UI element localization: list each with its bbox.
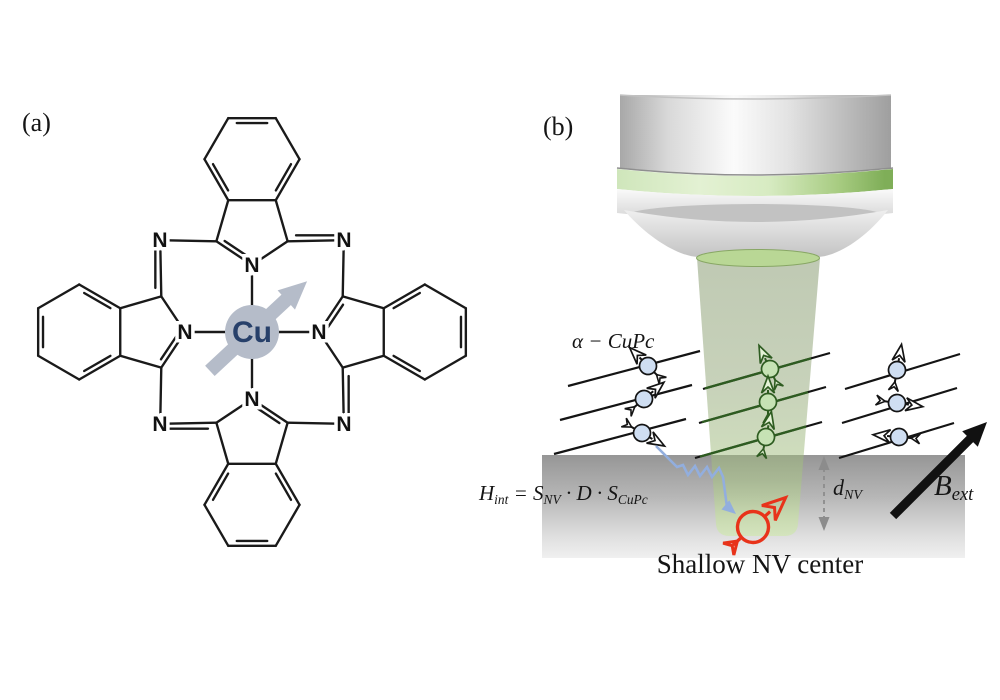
bext-sub: ext [951, 484, 974, 506]
eq-D: D [576, 481, 592, 505]
depth-sub: NV [844, 486, 862, 503]
n-atom-label: N [177, 321, 192, 344]
n-atom-label: N [152, 229, 167, 252]
eq-S2-sub: CuPc [617, 491, 648, 507]
eq-dot1: · [560, 481, 577, 505]
laser-beam [697, 258, 820, 536]
nv-spin-icon [722, 495, 789, 556]
microscope-objective [616, 94, 894, 267]
interaction-hamiltonian: Hint = SNV · D · SCuPc [479, 481, 648, 508]
interaction-wavy-arrow [655, 445, 736, 514]
central-spin-arrow [205, 281, 308, 377]
objective-body [620, 95, 891, 175]
nv-depth-label: dNV [833, 475, 862, 504]
cupc-molecule: Cu N N N N N N N N [36, 116, 468, 548]
nv-caption: Shallow NV center [656, 549, 864, 579]
film-label: α − CuPc [572, 329, 655, 353]
cu-atom-label: Cu [232, 316, 272, 349]
eq-S1-sub: NV [543, 491, 561, 507]
n-atom-label: N [336, 413, 351, 436]
eq-equals: = [508, 481, 534, 505]
cupc-film-layers-in-beam [699, 357, 812, 458]
n-atom-label: N [152, 413, 167, 436]
spin-icon [871, 425, 922, 449]
eq-S1: S [533, 481, 544, 505]
objective-nose [624, 210, 888, 257]
nv-setup [542, 94, 987, 558]
panel-b-label: (b) [543, 112, 574, 141]
spin-icon [621, 374, 671, 421]
n-atom-label: N [244, 388, 259, 411]
n-atom-label: N [336, 229, 351, 252]
n-atom-label: N [244, 254, 259, 277]
eq-H: H [479, 481, 495, 505]
nv-depth-arrow [818, 456, 830, 531]
bext-arrow [889, 422, 987, 520]
spin-icon [883, 341, 911, 394]
green-filter-ring [617, 169, 893, 196]
eq-dot2: · [591, 481, 608, 505]
n-atom-label: N [311, 321, 326, 344]
panel-a-label: (a) [22, 108, 51, 137]
depth-symbol: d [833, 475, 844, 500]
eq-H-sub: int [494, 491, 509, 507]
eq-S2: S [607, 481, 618, 505]
objective-lens [696, 249, 820, 267]
bext-symbol: B [934, 470, 952, 502]
bext-label: Bext [934, 470, 973, 506]
